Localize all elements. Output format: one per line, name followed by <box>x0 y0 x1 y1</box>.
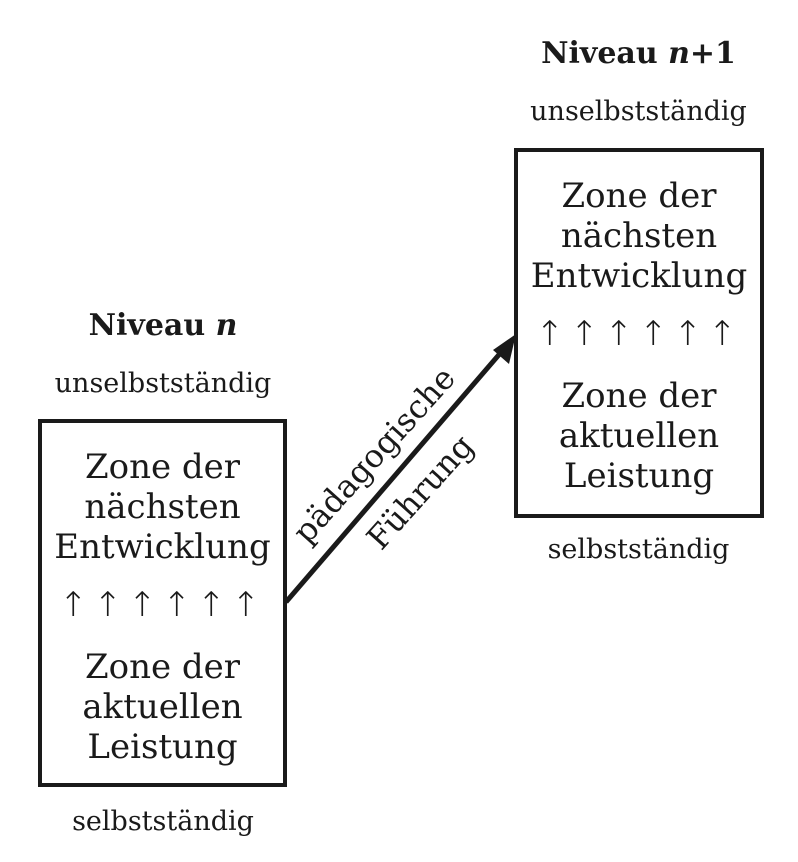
zone-line: Zone der <box>561 176 717 216</box>
level-box-right: Zone der nächsten Entwicklung ↑↑↑↑↑↑ Zon… <box>514 148 764 518</box>
level-heading-left: Niveau n <box>40 308 286 343</box>
up-arrows-right: ↑↑↑↑↑↑ <box>535 314 743 354</box>
zone-current-performance-left: Zone der aktuellen Leistung <box>42 647 283 767</box>
level-box-left: Zone der nächsten Entwicklung ↑↑↑↑↑↑ Zon… <box>38 419 287 787</box>
zone-line: nächsten <box>560 216 718 256</box>
label-selbststaendig-right: selbstständig <box>547 534 730 565</box>
zone-line: aktuellen <box>82 687 243 727</box>
heading-prefix: Niveau <box>541 36 658 71</box>
heading-variable: n <box>668 36 690 71</box>
zone-line: Leistung <box>563 456 715 496</box>
zone-line: aktuellen <box>558 416 720 456</box>
zone-line: Zone der <box>84 647 241 687</box>
zone-next-development-left: Zone der nächsten Entwicklung <box>42 447 283 567</box>
label-selbststaendig-left: selbstständig <box>72 806 254 837</box>
label-unselbststaendig-left: unselbstständig <box>54 368 272 399</box>
zone-line: Zone der <box>561 376 717 416</box>
zone-next-development-right: Zone der nächsten Entwicklung <box>518 176 760 296</box>
up-arrows-left: ↑↑↑↑↑↑ <box>59 585 266 625</box>
zone-current-performance-right: Zone der aktuellen Leistung <box>518 376 760 496</box>
zone-line: Leistung <box>87 727 238 767</box>
zone-line: Entwicklung <box>530 256 748 296</box>
heading-suffix: +1 <box>689 36 736 71</box>
zone-line: Zone der <box>84 447 241 487</box>
zone-line: Entwicklung <box>54 527 271 567</box>
zone-line: nächsten <box>84 487 241 527</box>
label-unselbststaendig-right: unselbstständig <box>530 96 747 127</box>
level-heading-right: Niveau n+1 <box>514 36 763 71</box>
heading-prefix: Niveau <box>88 308 206 343</box>
heading-variable: n <box>215 308 238 343</box>
